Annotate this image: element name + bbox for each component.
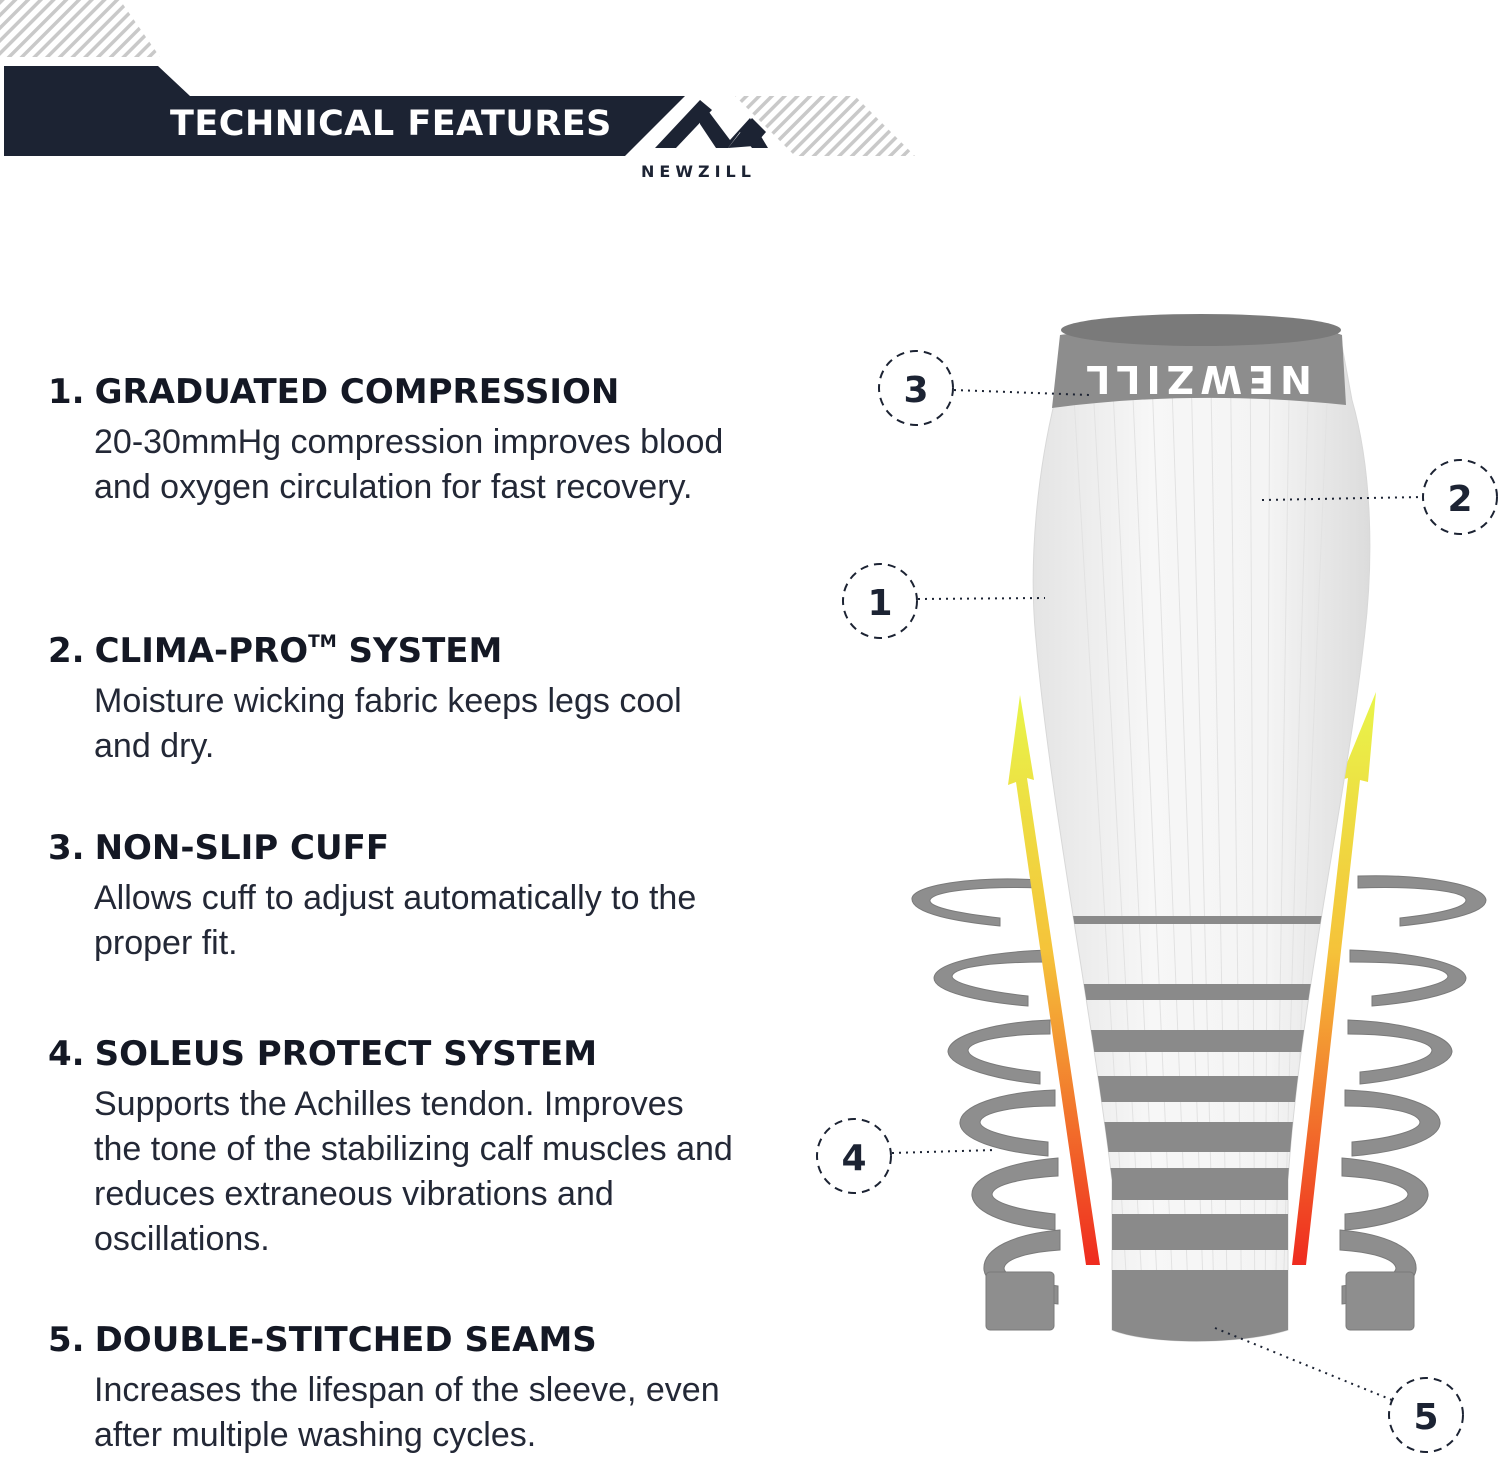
trademark-mark: TM [308,632,337,652]
feature-double-stitched-seams: 5.DOUBLE-STITCHED SEAMS Increases the li… [48,1320,768,1458]
feature-number: 2. [48,631,85,671]
callout-4: 4 [816,1118,996,1194]
feature-number: 4. [48,1034,85,1074]
compression-spiral-right [1339,875,1487,1331]
feature-soleus-protect-system: 4.SOLEUS PROTECT SYSTEM Supports the Ach… [48,1034,768,1262]
feature-graduated-compression: 1.GRADUATED COMPRESSION 20-30mmHg compre… [48,372,768,510]
hatch-decoration-top-left [0,0,160,57]
feature-title: 4.SOLEUS PROTECT SYSTEM [48,1034,768,1074]
brand-name: NEWZILL [641,162,756,181]
compression-arrow-left [1008,695,1100,1265]
feature-title-text: GRADUATED COMPRESSION [94,372,620,412]
callout-number-4: 4 [841,1138,866,1179]
compression-sleeve-illustration: NEWZILL 3 2 1 4 5 [816,314,1498,1453]
feature-title-suffix: SYSTEM [348,631,503,671]
feature-title-text: NON-SLIP CUFF [94,828,390,868]
feature-number: 5. [48,1320,85,1360]
feature-number: 3. [48,828,85,868]
banner-title: TECHNICAL FEATURES [170,104,612,144]
feature-title: 3.NON-SLIP CUFF [48,828,768,868]
feature-title: 1.GRADUATED COMPRESSION [48,372,768,412]
feature-description: 20-30mmHg compression improves blood and… [94,423,724,506]
feature-description: Allows cuff to adjust automatically to t… [94,879,697,962]
header-banner [0,0,915,156]
hatch-decoration-right [735,96,915,156]
feature-description: Moisture wicking fabric keeps legs cool … [94,682,682,765]
compression-arrow-right [1292,692,1376,1265]
callout-2: 2 [1261,459,1498,535]
callout-5: 5 [1214,1327,1464,1453]
feature-title: 5.DOUBLE-STITCHED SEAMS [48,1320,768,1360]
callout-number-1: 1 [867,583,892,624]
callout-3: 3 [878,350,1091,426]
callout-number-2: 2 [1447,479,1472,520]
sleeve-opening [1061,314,1341,346]
callout-number-5: 5 [1413,1397,1438,1438]
feature-title-text: DOUBLE-STITCHED SEAMS [94,1320,597,1360]
callout-1: 1 [842,563,1046,639]
callout-number-3: 3 [903,370,928,411]
feature-clima-pro-system: 2.CLIMA-PROTM SYSTEM Moisture wicking fa… [48,622,768,769]
compression-spiral-left [911,878,1061,1331]
feature-description: Increases the lifespan of the sleeve, ev… [94,1371,720,1454]
cuff-brand-text: NEWZILL [1080,357,1312,401]
brand-logo-mark [655,100,768,148]
banner-bar [4,66,685,156]
feature-description: Supports the Achilles tendon. Improves t… [94,1085,733,1258]
feature-title-text: CLIMA-PRO [94,631,309,671]
feature-title: 2.CLIMA-PROTM SYSTEM [48,622,768,671]
feature-non-slip-cuff: 3.NON-SLIP CUFF Allows cuff to adjust au… [48,828,768,966]
feature-number: 1. [48,372,85,412]
feature-title-text: SOLEUS PROTECT SYSTEM [94,1034,598,1074]
